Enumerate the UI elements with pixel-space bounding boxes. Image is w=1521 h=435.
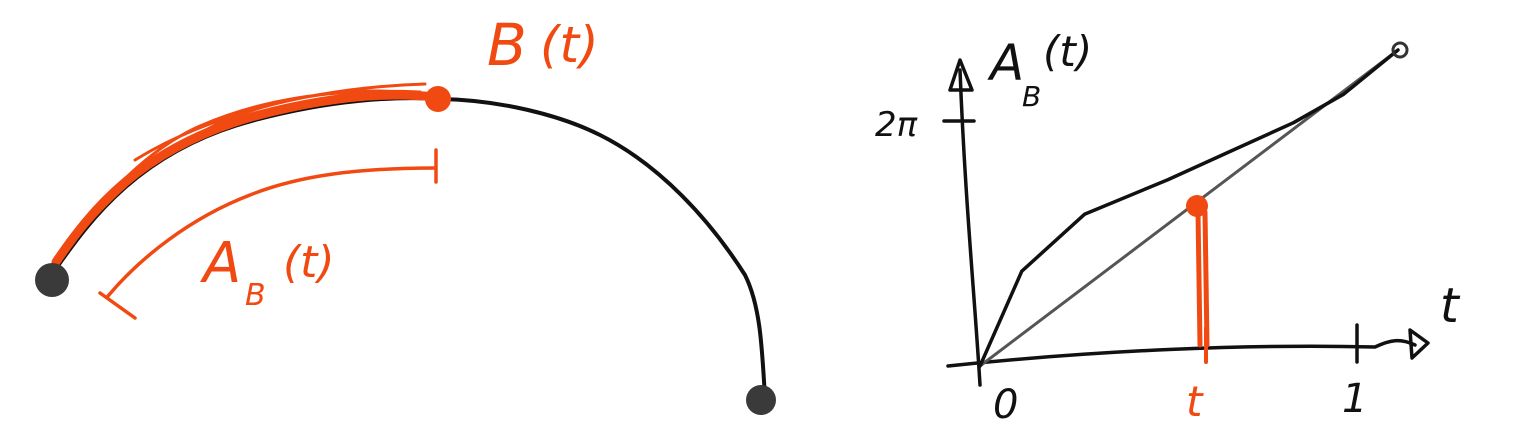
start-dot xyxy=(35,263,69,297)
y-axis xyxy=(958,68,982,387)
arc-highlight xyxy=(51,90,440,267)
highlight-point xyxy=(1186,195,1208,217)
y-axis-label-main: A xyxy=(987,34,1024,92)
y-axis-label-sub: B xyxy=(1022,80,1041,113)
right-chart: A B (t) t 2π 0 t 1 xyxy=(875,27,1461,428)
x-tick-label-t: t xyxy=(1186,377,1204,426)
x-tick-label-1: 1 xyxy=(1342,376,1367,422)
x-axis xyxy=(946,338,1417,368)
arc-highlight-scribble xyxy=(60,82,432,258)
point-b-marker xyxy=(425,86,451,112)
arc-label-arg: (t) xyxy=(283,237,335,288)
y-axis-arrowhead xyxy=(948,58,974,92)
arc-length-arrow xyxy=(106,166,437,298)
curve-path xyxy=(53,96,767,400)
point-label-main: B xyxy=(487,11,527,79)
arc-label-main: A xyxy=(200,231,241,296)
arc-length-arrow-head xyxy=(98,291,137,320)
chart-end-marker xyxy=(1391,41,1409,59)
arc-label-sub: B xyxy=(245,278,266,313)
x-tick-label-0: 0 xyxy=(993,382,1018,428)
y-tick-label-2pi: 2π xyxy=(875,105,918,145)
end-dot xyxy=(746,385,776,415)
point-label-arg: (t) xyxy=(540,16,599,74)
left-diagram: B (t) A B (t) xyxy=(35,11,776,415)
x-axis-label: t xyxy=(1440,278,1461,334)
y-axis-label-arg: (t) xyxy=(1043,27,1092,76)
highlight-drop-line xyxy=(1195,209,1210,348)
series-line-curve xyxy=(978,48,1400,368)
x-axis-arrowhead xyxy=(1408,328,1430,360)
